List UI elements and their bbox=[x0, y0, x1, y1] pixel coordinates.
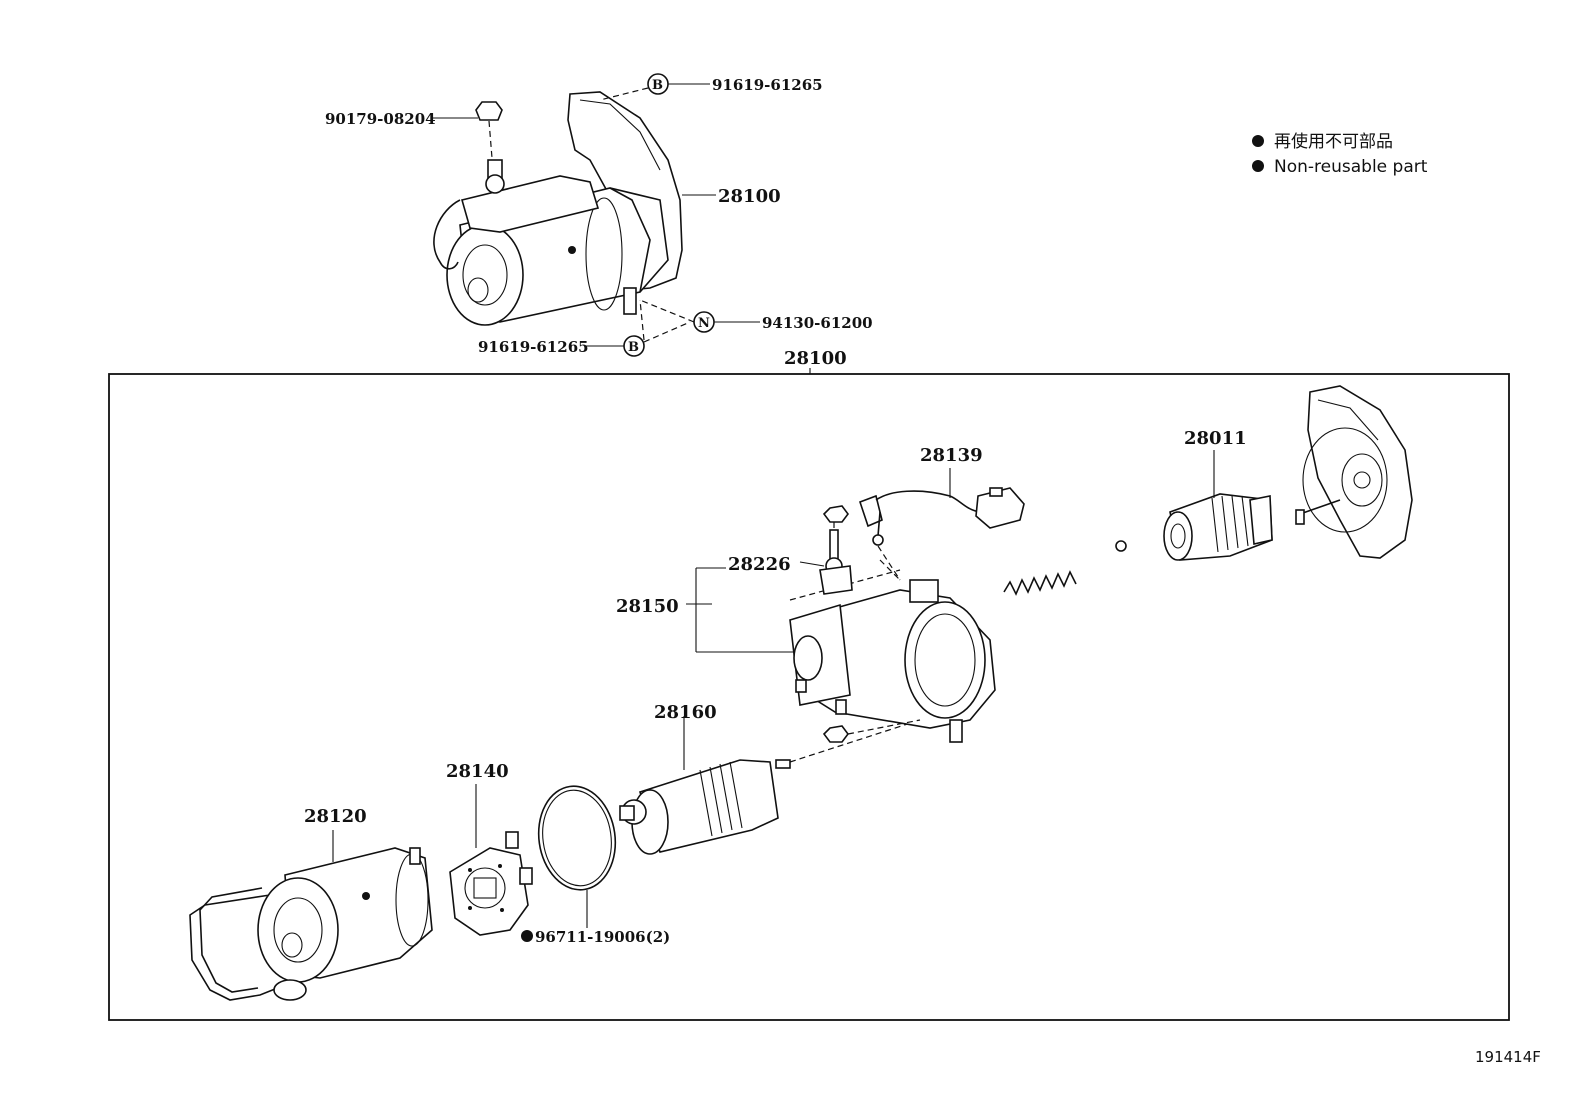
part-28140-brush-holder: 28140 bbox=[446, 761, 533, 936]
label-96711-19006: 96711-19006(2) bbox=[535, 928, 670, 946]
legend-japanese: 再使用不可部品 bbox=[1274, 131, 1393, 152]
figure-code: 191414F bbox=[1475, 1048, 1541, 1066]
part-96711-o-ring: 96711-19006(2) bbox=[521, 785, 670, 946]
part-return-spring bbox=[1003, 540, 1127, 596]
part-28150-housing: 28150 bbox=[616, 505, 996, 743]
badge-b-bottom-letter: B bbox=[628, 340, 639, 355]
exploded-view-frame bbox=[108, 373, 1510, 1021]
badge-b-top-letter: B bbox=[652, 78, 663, 93]
label-28120: 28120 bbox=[304, 806, 367, 827]
label-28011: 28011 bbox=[1184, 428, 1247, 449]
label-28160: 28160 bbox=[654, 702, 717, 723]
non-reusable-marker-icon bbox=[521, 930, 533, 942]
nut-icon bbox=[822, 725, 849, 743]
ball-icon bbox=[1115, 540, 1127, 552]
non-reusable-marker-icon bbox=[1252, 160, 1264, 172]
label-28226: 28226 bbox=[728, 554, 791, 575]
part-28011-clutch: 28011 bbox=[1163, 428, 1273, 561]
label-90179-08204: 90179-08204 bbox=[325, 110, 436, 128]
label-94130-61200: 94130-61200 bbox=[762, 314, 873, 332]
label-28139: 28139 bbox=[920, 445, 983, 466]
badge-n-letter: N bbox=[698, 316, 710, 331]
legend: 再使用不可部品 Non-reusable part bbox=[1252, 131, 1428, 177]
top-callouts: 90179-08204 B 91619-61265 28100 N 94130-… bbox=[325, 73, 873, 357]
label-91619-61265-bottom: 91619-61265 bbox=[478, 338, 589, 356]
label-28150: 28150 bbox=[616, 596, 679, 617]
legend-english: Non-reusable part bbox=[1274, 157, 1428, 177]
label-28140: 28140 bbox=[446, 761, 509, 782]
label-28100-assembly: 28100 bbox=[718, 186, 781, 207]
label-91619-61265-top: 91619-61265 bbox=[712, 76, 823, 94]
part-drive-housing bbox=[1295, 385, 1413, 559]
bolt-icon bbox=[475, 101, 503, 121]
starter-assembly-illustration bbox=[433, 91, 683, 326]
part-28120-yoke: 28120 bbox=[189, 806, 433, 1001]
nut-icon bbox=[822, 505, 849, 523]
part-28226-terminal-kit: 28226 bbox=[728, 522, 853, 595]
part-28160-armature: 28160 bbox=[619, 702, 921, 855]
label-28100-box: 28100 bbox=[784, 348, 847, 369]
non-reusable-marker-icon bbox=[1252, 135, 1264, 147]
part-28139-lead-wire: 28139 bbox=[858, 445, 1025, 581]
